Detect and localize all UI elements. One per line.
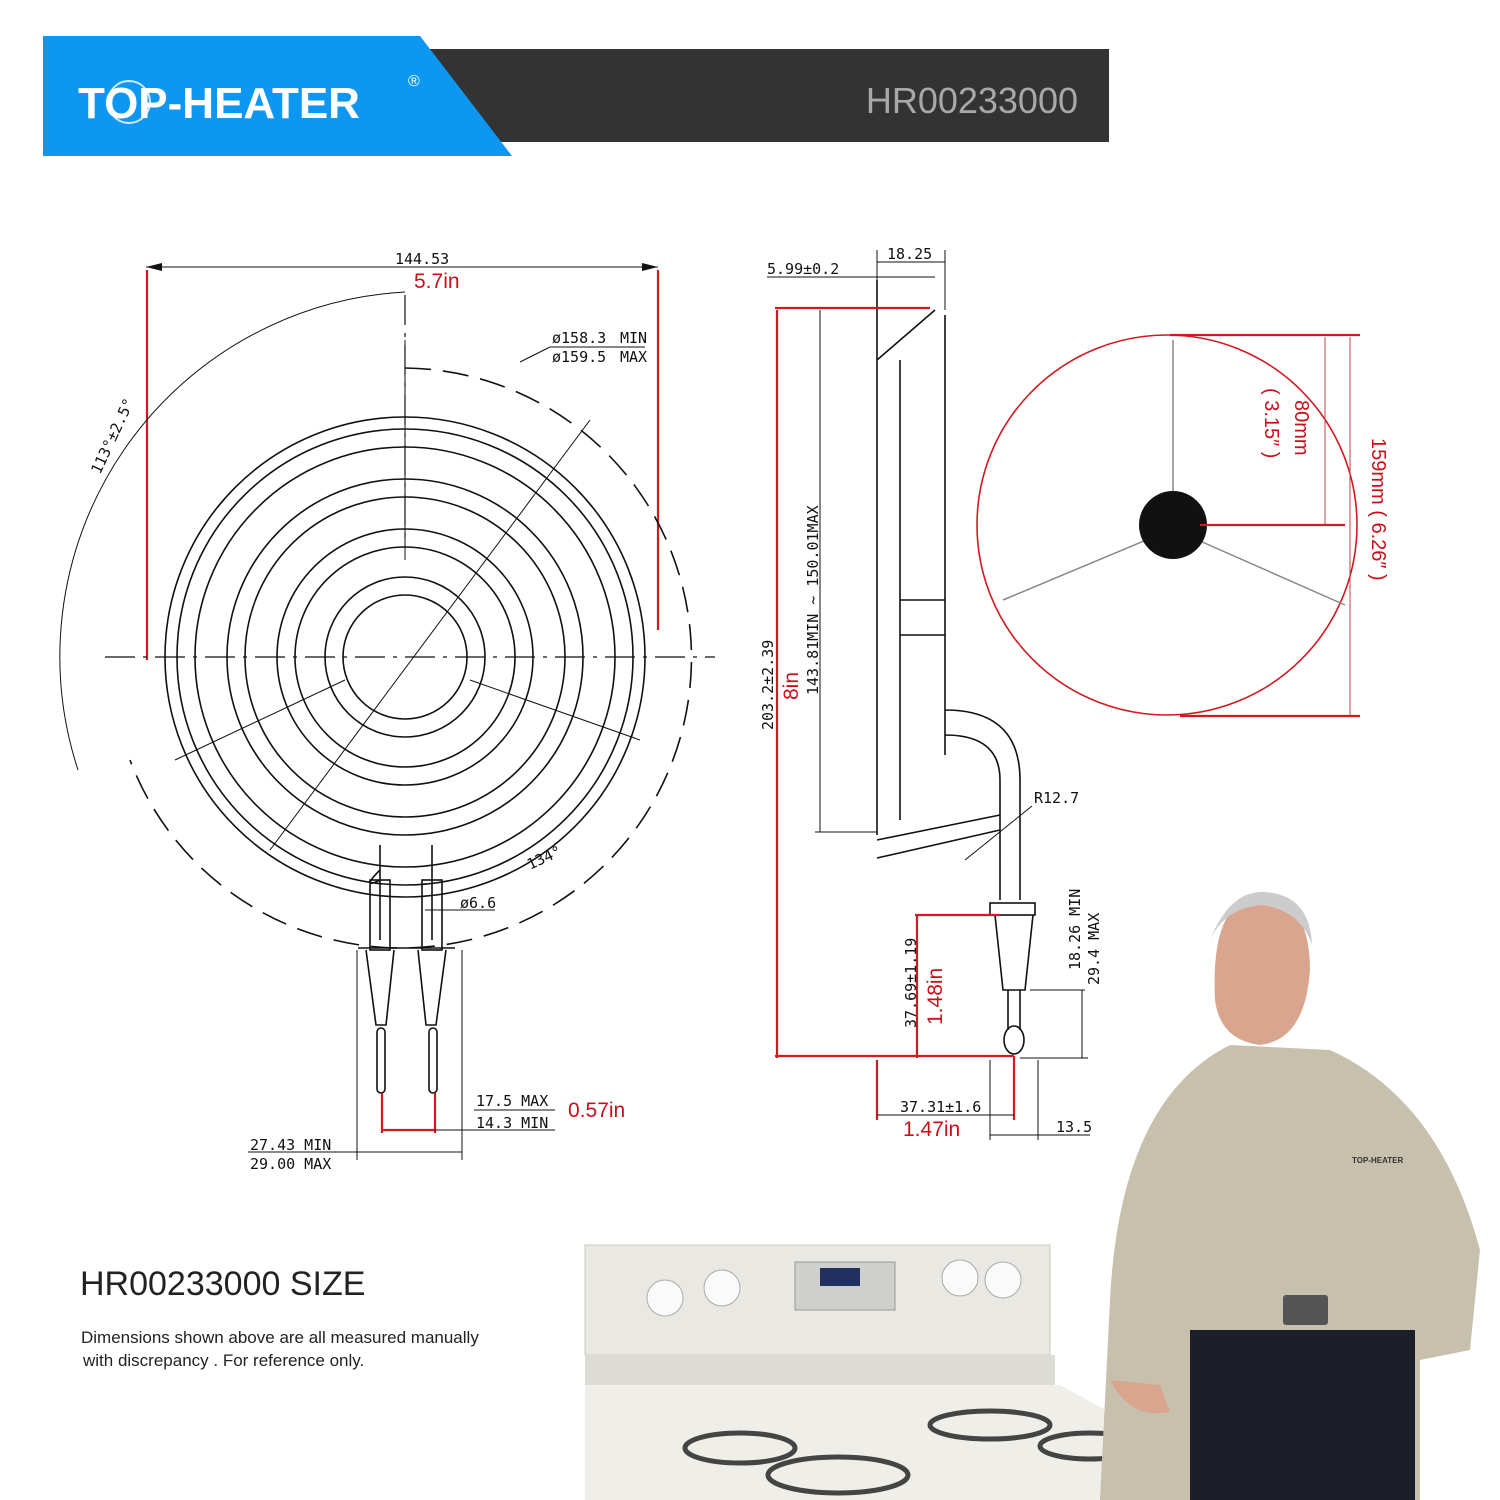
width-in: 5.7in bbox=[414, 270, 460, 293]
bend-radius: R12.7 bbox=[1034, 789, 1079, 807]
total-length-in: 8in bbox=[780, 672, 803, 700]
diameter: 159mm ( 6.26″ ) bbox=[1367, 438, 1389, 581]
term-offset-in: 1.47in bbox=[903, 1118, 960, 1141]
radius-in: ( 3.15″ ) bbox=[1260, 388, 1282, 458]
dia-min-label: MIN bbox=[620, 329, 647, 347]
note-line-2: with discrepancy . For reference only. bbox=[82, 1351, 364, 1370]
side-view-drawing: 18.25 5.99±0.2 203.2±2.39 8in 143.81MIN … bbox=[759, 245, 1103, 1141]
stove-photo bbox=[584, 1244, 1270, 1500]
header-banner: TOP-HEATER ® HR00233000 bbox=[43, 36, 1109, 156]
terminal-min: 27.43 MIN bbox=[250, 1136, 331, 1154]
term-offset: 37.31±1.6 bbox=[900, 1098, 981, 1116]
term-width: 13.5 bbox=[1056, 1118, 1092, 1136]
top-circle-view: 80mm ( 3.15″ ) 159mm ( 6.26″ ) bbox=[976, 333, 1389, 718]
note-line-1: Dimensions shown above are all measured … bbox=[81, 1328, 479, 1347]
term-len-min: 18.26 MIN bbox=[1066, 889, 1084, 970]
wire-dia: ø6.6 bbox=[460, 894, 496, 912]
offset: 5.99±0.2 bbox=[767, 260, 839, 278]
presenter-photo: TOP-HEATER bbox=[1100, 891, 1480, 1500]
width-mm: 144.53 bbox=[395, 250, 449, 268]
thickness: 18.25 bbox=[887, 245, 932, 263]
total-length: 203.2±2.39 bbox=[759, 640, 777, 730]
brand-panel bbox=[43, 36, 512, 156]
angle-outer: 113°±2.5° bbox=[87, 395, 138, 476]
model-bar bbox=[430, 49, 1109, 142]
dia-min: ø158.3 bbox=[552, 329, 606, 347]
pin-gap-min: 14.3 MIN bbox=[476, 1114, 548, 1132]
term-len-max: 29.4 MAX bbox=[1085, 913, 1103, 985]
dia-max: ø159.5 bbox=[552, 348, 606, 366]
shirt-logo: TOP-HEATER bbox=[1352, 1156, 1403, 1165]
radius-mm: 80mm bbox=[1290, 400, 1312, 456]
dia-max-label: MAX bbox=[620, 348, 647, 366]
term-height: 37.69±1.19 bbox=[902, 938, 920, 1028]
front-view-drawing: 144.53 5.7in ø158.3 MIN ø159.5 MAX 113°±… bbox=[59, 250, 715, 1173]
term-height-in: 1.48in bbox=[924, 968, 947, 1025]
globe-icon bbox=[107, 80, 151, 124]
terminal-pins bbox=[358, 879, 455, 1094]
registered-mark: ® bbox=[408, 73, 420, 90]
model-number: HR00233000 bbox=[866, 80, 1078, 121]
center-hub bbox=[1139, 491, 1207, 559]
coil-range: 143.81MIN ~ 150.01MAX bbox=[804, 505, 822, 695]
pin-gap-max: 17.5 MAX bbox=[476, 1092, 548, 1110]
size-title: HR00233000 SIZE bbox=[80, 1265, 365, 1303]
brand-logo: TOP-HEATER bbox=[78, 79, 360, 128]
terminal-max: 29.00 MAX bbox=[250, 1155, 331, 1173]
pin-gap-in: 0.57in bbox=[568, 1099, 625, 1122]
